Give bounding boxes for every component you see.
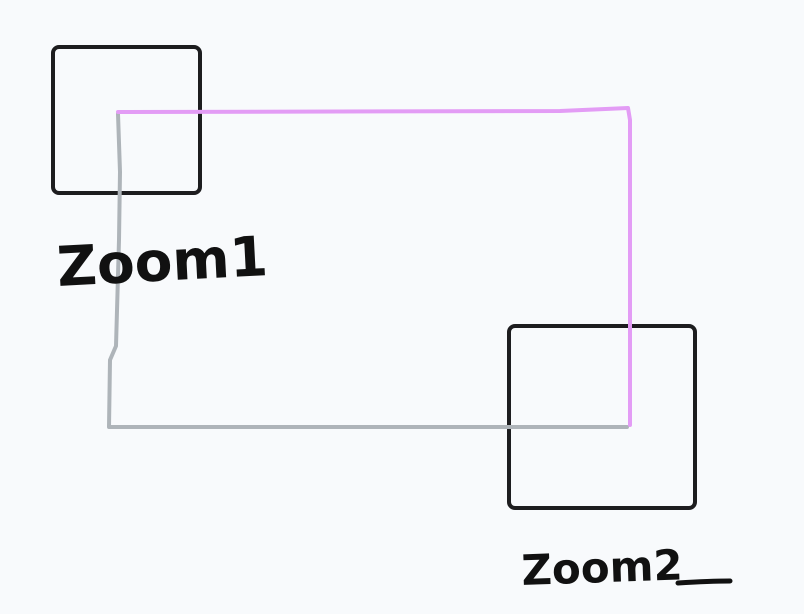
room2-label-underline [675,578,733,586]
purple-connection-path [116,106,632,427]
room2-label: Zoom2 [521,540,684,595]
room1-label: Zoom1 [55,224,269,299]
gray-connection-path [107,112,629,429]
room1-box [51,45,202,195]
room2-box [507,324,697,510]
